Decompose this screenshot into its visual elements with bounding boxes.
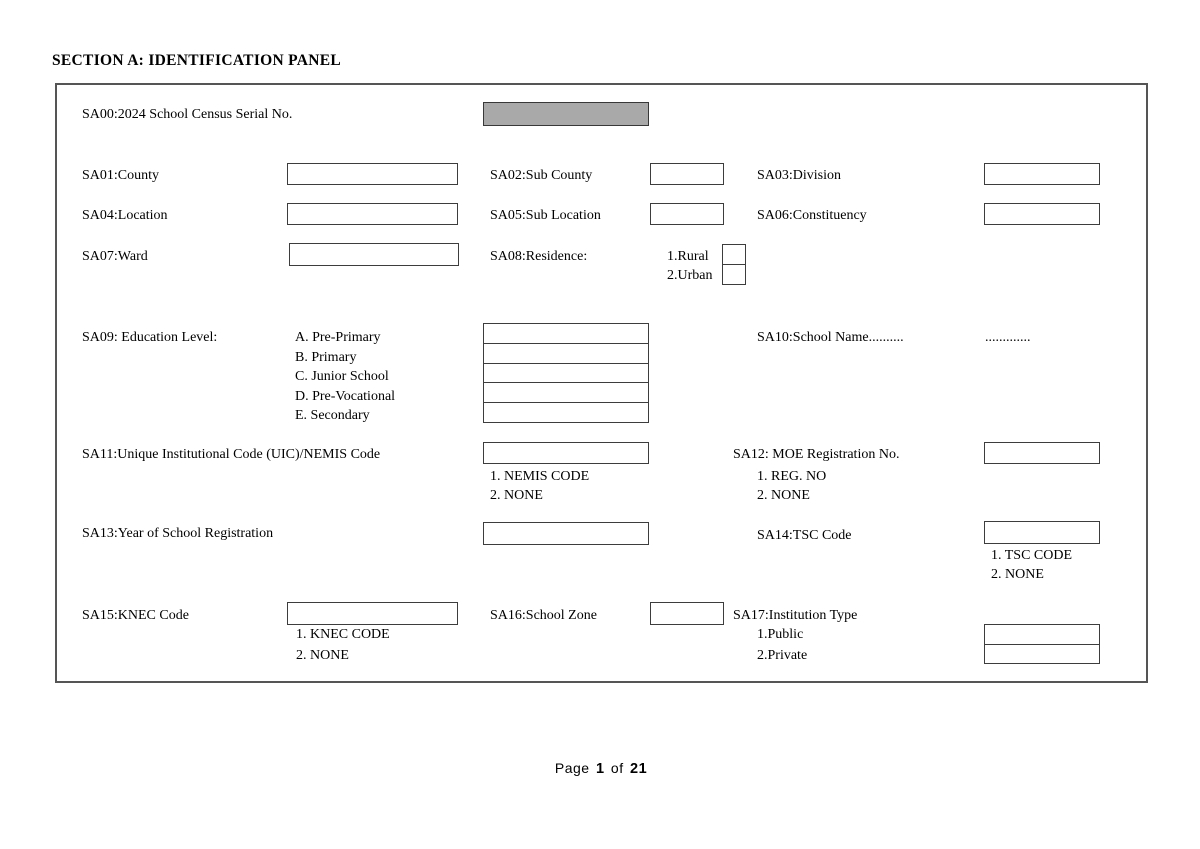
sa09-option-e-label: E. Secondary: [295, 408, 370, 423]
footer-current-page: 1: [595, 761, 605, 777]
sa17-institution-type-box-stack: [984, 624, 1100, 664]
sa14-tsc-input-box[interactable]: [984, 521, 1100, 544]
sa11-note-1: 1. NEMIS CODE: [490, 469, 590, 484]
sa06-label: SA06:Constituency: [757, 208, 867, 223]
sa08-option-rural-label: 1.Rural: [667, 249, 709, 264]
sa12-note-1: 1. REG. NO: [757, 469, 827, 484]
sa17-private-box[interactable]: [985, 643, 1099, 664]
sa15-note-1: 1. KNEC CODE: [296, 627, 390, 642]
sa17-option-public-label: 1.Public: [757, 627, 804, 642]
sa08-rural-checkbox[interactable]: [723, 245, 745, 264]
footer-total-pages: 21: [630, 761, 648, 777]
footer-word-page: Page: [554, 760, 590, 776]
sa03-label: SA03:Division: [757, 168, 842, 183]
sa09-education-level-box-stack: [483, 323, 649, 423]
sa12-note-2: 2. NONE: [757, 488, 810, 503]
sa09-pre-primary-box[interactable]: [484, 324, 648, 343]
sa04-location-input-box[interactable]: [287, 203, 458, 225]
sa09-primary-box[interactable]: [484, 342, 648, 363]
sa07-label: SA07:Ward: [82, 249, 148, 264]
sa04-label: SA04:Location: [82, 208, 168, 223]
sa14-note-1: 1. TSC CODE: [991, 548, 1073, 563]
sa17-public-box[interactable]: [985, 625, 1099, 644]
sa13-label: SA13:Year of School Registration: [82, 526, 274, 541]
sa09-option-c-label: C. Junior School: [295, 369, 389, 384]
sa09-secondary-box[interactable]: [484, 402, 648, 422]
sa00-serial-box: [483, 102, 649, 126]
sa15-label: SA15:KNEC Code: [82, 608, 189, 623]
sa03-division-input-box[interactable]: [984, 163, 1100, 185]
sa10-fill-in-dots: .............: [985, 330, 1031, 345]
sa14-label: SA14:TSC Code: [757, 528, 852, 543]
sa11-uic-input-box[interactable]: [483, 442, 649, 464]
sa13-year-input-box[interactable]: [483, 522, 649, 545]
sa08-residence-checkbox-stack: [722, 244, 746, 285]
section-title: SECTION A: IDENTIFICATION PANEL: [52, 52, 342, 69]
sa08-urban-checkbox[interactable]: [723, 264, 745, 284]
sa00-label: SA00:2024 School Census Serial No.: [82, 107, 293, 122]
sa08-option-urban-label: 2.Urban: [667, 268, 713, 283]
sa08-label: SA08:Residence:: [490, 249, 588, 264]
sa17-label: SA17:Institution Type: [733, 608, 858, 623]
sa12-label: SA12: MOE Registration No.: [733, 447, 900, 462]
sa05-label: SA05:Sub Location: [490, 208, 601, 223]
sa09-option-a-label: A. Pre-Primary: [295, 330, 381, 345]
sa09-label: SA09: Education Level:: [82, 330, 218, 345]
sa16-label: SA16:School Zone: [490, 608, 597, 623]
sa11-note-2: 2. NONE: [490, 488, 543, 503]
sa07-ward-input-box[interactable]: [289, 243, 459, 266]
footer-word-of: of: [610, 760, 624, 776]
sa11-label: SA11:Unique Institutional Code (UIC)/NEM…: [82, 447, 381, 462]
sa05-sublocation-input-box[interactable]: [650, 203, 724, 225]
sa06-constituency-input-box[interactable]: [984, 203, 1100, 225]
sa01-label: SA01:County: [82, 168, 160, 183]
sa12-moe-reg-input-box[interactable]: [984, 442, 1100, 464]
sa15-note-2: 2. NONE: [296, 648, 349, 663]
sa09-option-b-label: B. Primary: [295, 350, 357, 365]
sa02-subcounty-input-box[interactable]: [650, 163, 724, 185]
sa09-pre-vocational-box[interactable]: [484, 382, 648, 402]
sa17-option-private-label: 2.Private: [757, 648, 808, 663]
sa10-label: SA10:School Name..........: [757, 330, 904, 345]
sa16-school-zone-input-box[interactable]: [650, 602, 724, 625]
sa02-label: SA02:Sub County: [490, 168, 593, 183]
sa01-county-input-box[interactable]: [287, 163, 458, 185]
sa09-junior-school-box[interactable]: [484, 362, 648, 383]
sa14-note-2: 2. NONE: [991, 567, 1044, 582]
sa15-knec-input-box[interactable]: [287, 602, 458, 625]
page-footer: Page 1 of 21: [0, 760, 1200, 777]
sa09-option-d-label: D. Pre-Vocational: [295, 389, 396, 404]
